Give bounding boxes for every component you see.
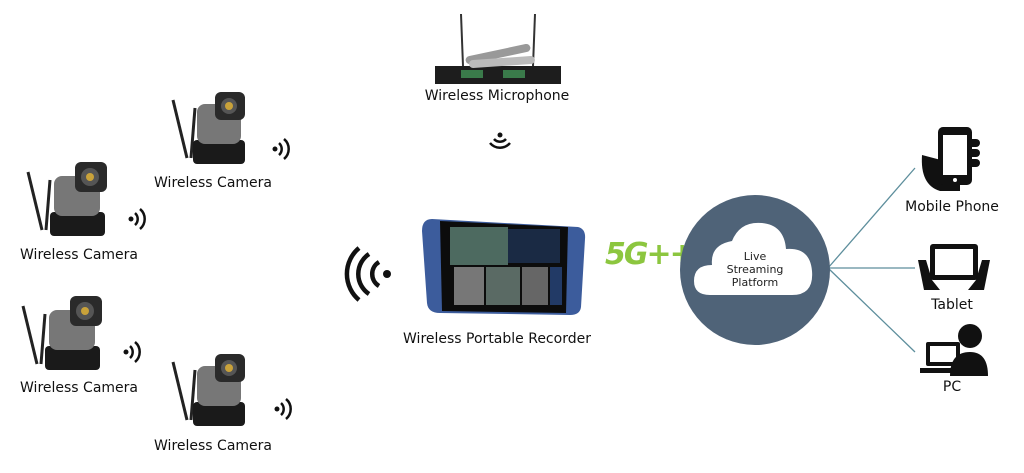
cloud-platform-circle [680, 195, 830, 345]
mobile-phone-icon [921, 127, 980, 191]
wireless-signal-icon [272, 138, 290, 160]
microphone-label: Wireless Microphone [424, 88, 570, 104]
wireless-signal-icon [123, 341, 141, 363]
mobile-phone-label: Mobile Phone [905, 199, 999, 215]
pc-user-icon [920, 324, 988, 376]
camera-label: Wireless Camera [154, 175, 272, 191]
tablet-icon [918, 244, 990, 290]
cloud-label-line: Platform [731, 276, 779, 289]
5g-logo: 5G++ [605, 237, 695, 272]
camera-label: Wireless Camera [20, 380, 138, 396]
wireless-microphone-icon [435, 13, 561, 84]
portable-recorder-device [422, 219, 586, 315]
wireless-signal-icon [128, 208, 146, 230]
wireless-signal-large-icon [344, 246, 391, 302]
camera-icon [21, 296, 102, 370]
recorder-label: Wireless Portable Recorder [403, 331, 591, 347]
pc-label: PC [942, 379, 962, 395]
camera-label: Wireless Camera [154, 438, 272, 454]
wireless-signal-icon [274, 398, 292, 420]
cloud-label: Live Streaming Platform [727, 250, 784, 289]
camera-icon [26, 162, 107, 236]
camera-icon [171, 92, 245, 164]
wireless-signal-down-icon [489, 132, 511, 149]
tablet-label: Tablet [931, 297, 973, 313]
camera-label: Wireless Camera [20, 247, 138, 263]
cloud-label-line: Live [743, 250, 767, 263]
camera-icon [171, 354, 245, 426]
cloud-label-line: Streaming [726, 263, 784, 276]
